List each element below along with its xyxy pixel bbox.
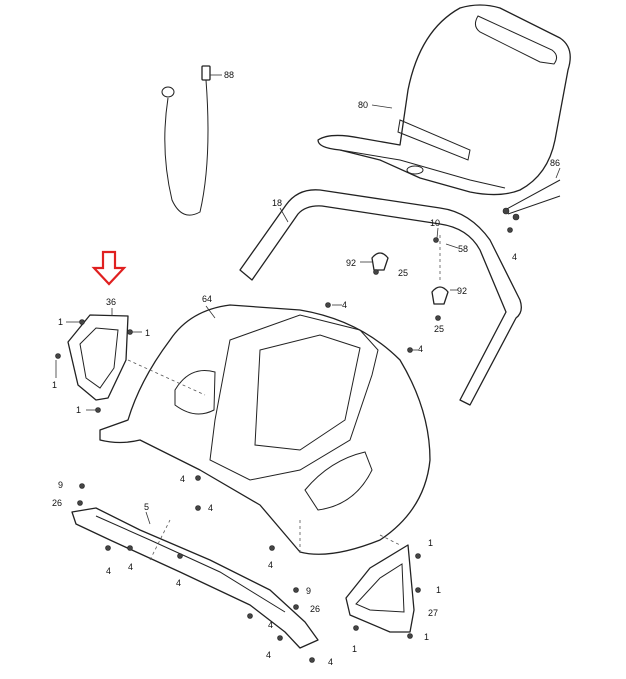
label-92-a: 92 bbox=[346, 258, 356, 268]
part-labels: 88 80 86 18 10 58 92 25 92 25 4 36 64 1 … bbox=[52, 70, 560, 667]
label-5: 5 bbox=[144, 502, 149, 512]
label-4-a: 4 bbox=[342, 300, 347, 310]
part-88-cord bbox=[161, 65, 211, 216]
label-1-h: 1 bbox=[352, 644, 357, 654]
label-1-c: 1 bbox=[52, 380, 57, 390]
part-36-left-cover bbox=[67, 314, 129, 401]
bracket-92-right bbox=[431, 286, 449, 305]
label-86: 86 bbox=[550, 158, 560, 168]
screws bbox=[55, 227, 513, 663]
label-4-g: 4 bbox=[128, 562, 133, 572]
label-4-c: 4 bbox=[512, 252, 517, 262]
part-27-right-cover bbox=[345, 544, 415, 633]
label-26-b: 26 bbox=[310, 604, 320, 614]
label-4-b: 4 bbox=[418, 344, 423, 354]
label-1-e: 1 bbox=[428, 538, 433, 548]
label-9-a: 9 bbox=[58, 480, 63, 490]
label-80: 80 bbox=[358, 100, 368, 110]
label-4-f: 4 bbox=[106, 566, 111, 576]
label-58: 58 bbox=[458, 244, 468, 254]
label-1-b: 1 bbox=[145, 328, 150, 338]
label-9-b: 9 bbox=[306, 586, 311, 596]
part-18-frame bbox=[239, 189, 522, 406]
part-80-console bbox=[317, 4, 571, 196]
label-1-a: 1 bbox=[58, 317, 63, 327]
label-88: 88 bbox=[224, 70, 234, 80]
part-64-shroud bbox=[99, 304, 431, 555]
bracket-92-left bbox=[371, 252, 389, 271]
red-down-arrow-icon bbox=[91, 250, 127, 286]
label-64: 64 bbox=[202, 294, 212, 304]
label-36: 36 bbox=[106, 297, 116, 307]
label-18: 18 bbox=[272, 198, 282, 208]
label-25-a: 25 bbox=[398, 268, 408, 278]
label-4-k: 4 bbox=[328, 657, 333, 667]
label-10: 10 bbox=[430, 218, 440, 228]
label-26-a: 26 bbox=[52, 498, 62, 508]
connection-lines bbox=[127, 235, 441, 561]
label-4-h: 4 bbox=[176, 578, 181, 588]
label-1-g: 1 bbox=[424, 632, 429, 642]
label-1-f: 1 bbox=[436, 585, 441, 595]
label-92-b: 92 bbox=[457, 286, 467, 296]
label-4-l: 4 bbox=[268, 620, 273, 630]
label-25-b: 25 bbox=[434, 324, 444, 334]
part-86-bolts bbox=[502, 179, 561, 221]
label-4-i: 4 bbox=[268, 560, 273, 570]
label-4-d: 4 bbox=[180, 474, 185, 484]
label-27: 27 bbox=[428, 608, 438, 618]
label-4-j: 4 bbox=[266, 650, 271, 660]
leader-lines bbox=[55, 74, 561, 525]
part-5-rail bbox=[71, 507, 319, 649]
label-1-d: 1 bbox=[76, 405, 81, 415]
label-4-e: 4 bbox=[208, 503, 213, 513]
